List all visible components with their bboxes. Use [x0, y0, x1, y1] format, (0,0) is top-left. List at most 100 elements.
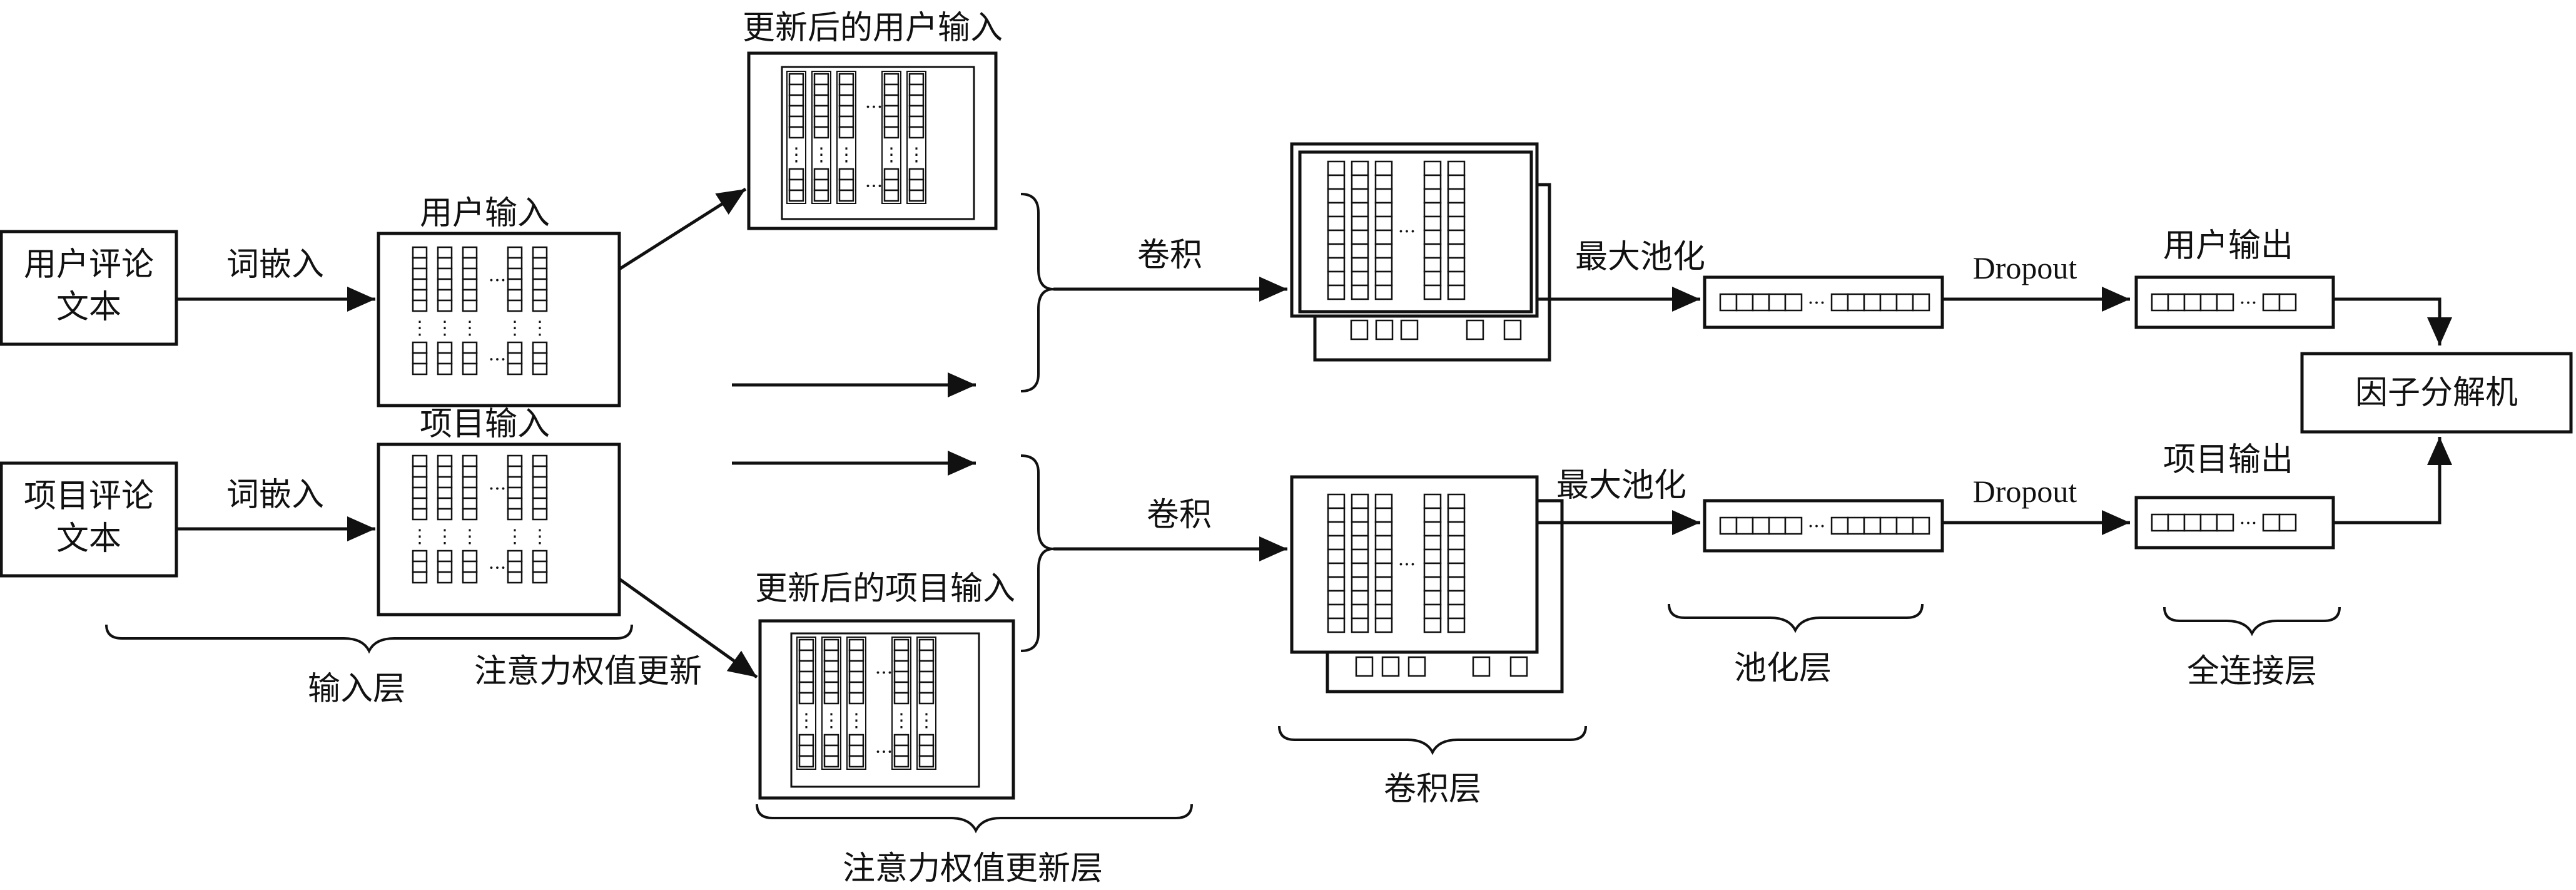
matrix-cell	[1351, 284, 1369, 300]
matrix-cell	[1327, 603, 1346, 620]
matrix-cell	[788, 115, 804, 128]
matrix-cell	[1374, 257, 1393, 273]
matrix-cell	[462, 341, 478, 354]
matrix-cell	[848, 681, 865, 694]
matrix-cell	[1374, 284, 1393, 300]
matrix-cell	[848, 744, 865, 757]
matrix-cell	[462, 465, 478, 478]
vdots-symbol: ⋮	[410, 526, 429, 548]
matrix-cell	[437, 257, 453, 270]
matrix-cell	[1327, 507, 1346, 523]
matrix-cell	[1351, 188, 1369, 204]
token-column-frame	[906, 71, 926, 204]
matrix-cell	[2199, 513, 2218, 532]
matrix-cell	[1327, 562, 1346, 578]
matrix-cell	[532, 257, 548, 270]
matrix-cell	[507, 341, 523, 354]
matrix-cell	[848, 638, 865, 652]
max-pool-user-label: 最大池化	[1575, 238, 1705, 276]
ellipsis-symbol: ···	[489, 349, 507, 371]
matrix-cell	[1327, 270, 1346, 287]
matrix-cell	[1355, 656, 1374, 677]
matrix-cell	[437, 267, 453, 280]
matrix-cell	[1423, 535, 1442, 551]
matrix-cell	[412, 267, 428, 280]
matrix-cell	[2262, 293, 2281, 312]
item-output-label: 项目输出	[2163, 441, 2293, 479]
item-input-node: 项目输入 ⋮⋮⋮······⋮⋮	[377, 406, 621, 616]
vdots-symbol: ⋮	[530, 317, 549, 339]
ellipsis-symbol: ···	[865, 176, 883, 198]
matrix-cell	[838, 168, 854, 181]
matrix-cell	[908, 94, 925, 107]
matrix-cell	[1407, 656, 1426, 677]
matrix-cell	[532, 560, 548, 573]
matrix-cell	[1423, 507, 1442, 523]
matrix-cell	[1423, 576, 1442, 592]
matrix-cell	[1447, 521, 1466, 537]
matrix-cell	[1423, 603, 1442, 620]
ellipsis-symbol: ···	[489, 478, 507, 500]
matrix-cell	[507, 497, 523, 510]
matrix-cell	[908, 178, 925, 192]
matrix-cell	[1351, 562, 1369, 578]
user-review-text-node: 用户评论 文本	[0, 230, 178, 346]
matrix-cell	[883, 168, 900, 181]
matrix-cell	[462, 497, 478, 510]
matrix-cell	[893, 734, 910, 747]
user-review-text-line1: 用户评论	[24, 246, 154, 284]
user-output-to-fm-arrow	[2333, 297, 2452, 345]
updated-item-input-label: 更新后的项目输入	[755, 570, 1015, 608]
matrix-cell	[1374, 603, 1393, 620]
matrix-cell	[1327, 284, 1346, 300]
matrix-cell	[462, 352, 478, 365]
matrix-cell	[823, 755, 839, 768]
matrix-cell	[918, 692, 935, 705]
vdots-symbol: ⋮	[787, 144, 806, 166]
vdots-symbol: ⋮	[907, 144, 926, 166]
matrix-cell	[1374, 229, 1393, 245]
matrix-cell	[1447, 160, 1466, 176]
matrix-cell	[1423, 229, 1442, 245]
matrix-cell	[507, 465, 523, 478]
matrix-cell	[1447, 215, 1466, 232]
vdots-symbol: ⋮	[797, 710, 816, 732]
matrix-cell	[437, 362, 453, 376]
matrix-cell	[908, 73, 925, 86]
matrix-cell	[412, 560, 428, 573]
updated-user-input-label: 更新后的用户输入	[743, 9, 1003, 47]
attention-update-label: 注意力权值更新	[474, 653, 702, 690]
word-embedding-user-label: 词嵌入	[226, 246, 324, 284]
user-input-node: 用户输入 ⋮⋮⋮······⋮⋮	[377, 195, 621, 407]
matrix-cell	[2167, 513, 2186, 532]
ellipsis-symbol: ···	[1808, 516, 1826, 538]
item-review-text-line2: 文本	[56, 520, 121, 558]
dropout-item-label: Dropout	[1973, 474, 2077, 509]
matrix-cell	[507, 278, 523, 291]
matrix-cell	[507, 352, 523, 365]
matrix-cell	[813, 178, 829, 192]
matrix-cell	[798, 638, 814, 652]
vdots-symbol: ⋮	[812, 144, 831, 166]
vdots-symbol: ⋮	[460, 526, 479, 548]
matrix-cell	[798, 660, 814, 673]
item-input-label: 项目输入	[420, 406, 550, 443]
matrix-cell	[532, 289, 548, 302]
matrix-cell	[532, 267, 548, 280]
matrix-cell	[1447, 617, 1466, 633]
matrix-cell	[1374, 270, 1393, 287]
matrix-cell	[437, 465, 453, 478]
matrix-cell	[1351, 493, 1369, 509]
matrix-cell	[823, 660, 839, 673]
matrix-cell	[838, 115, 854, 128]
matrix-cell	[1423, 174, 1442, 190]
vdots-symbol: ⋮	[460, 317, 479, 339]
ellipsis-symbol: ···	[1808, 292, 1826, 314]
matrix-cell	[813, 105, 829, 118]
matrix-cell	[788, 126, 804, 139]
matrix-cell	[798, 744, 814, 757]
matrix-cell	[1423, 521, 1442, 537]
matrix-cell	[1735, 293, 1754, 312]
matrix-cell	[798, 670, 814, 683]
